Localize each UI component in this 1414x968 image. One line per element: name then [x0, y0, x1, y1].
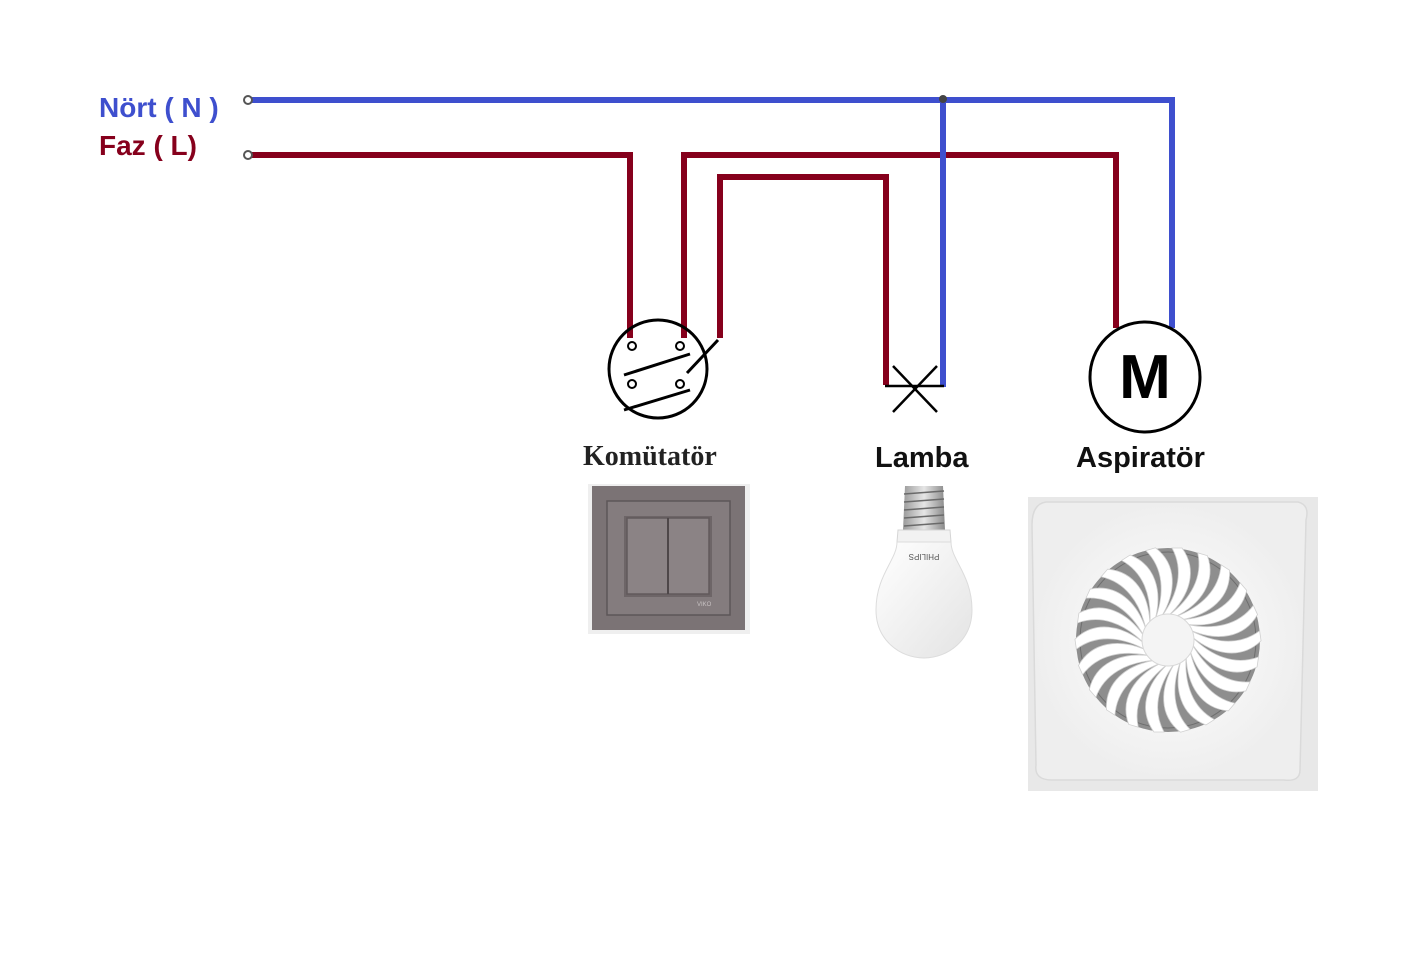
neutral-terminal — [243, 95, 253, 105]
fan-blade — [1177, 656, 1216, 726]
neutral-main-wire — [250, 97, 1175, 328]
fan-blade — [1078, 643, 1150, 676]
fan-blade — [1088, 654, 1155, 698]
fan-blade — [1120, 554, 1159, 624]
fan-blade — [1074, 626, 1146, 651]
fan-label: Aspiratör — [1076, 442, 1205, 474]
fan-blade — [1190, 629, 1262, 654]
switch-label: Komütatör — [583, 441, 717, 472]
neutral-junction — [939, 95, 947, 103]
phase-wires — [250, 152, 1119, 385]
fan-blade — [1175, 564, 1230, 621]
fan-blade — [1106, 659, 1161, 716]
fan-blade — [1125, 662, 1168, 728]
motor-symbol — [1088, 320, 1202, 434]
fan-blade — [1168, 552, 1211, 618]
neutral-wires — [250, 97, 1175, 387]
fan-blade — [1161, 547, 1191, 617]
phase-wire-to-lamp — [717, 174, 889, 385]
two-way-switch-symbol — [607, 318, 720, 420]
switch-brand: VIKO — [697, 602, 712, 608]
fan-blade — [1100, 568, 1151, 630]
fan-blades — [1074, 547, 1262, 733]
phase-terminal — [243, 150, 253, 160]
fan-blade — [1181, 582, 1248, 626]
bulb-photo: PHILIPS — [875, 486, 973, 659]
lamp-symbol — [885, 365, 944, 413]
bulb-brand: PHILIPS — [909, 552, 940, 561]
motor-letter: M — [1119, 343, 1171, 412]
fan-blade — [1189, 643, 1251, 693]
phase-label: Faz ( L) — [99, 130, 197, 161]
phase-wire-to-switch-common — [250, 152, 633, 338]
fan-blade — [1145, 663, 1175, 733]
fan-blade — [1145, 547, 1173, 620]
fan-blade — [1163, 660, 1191, 733]
lamp-label: Lamba — [875, 442, 969, 474]
phase-wire-to-fan — [681, 152, 1119, 338]
fan-photo — [1028, 497, 1318, 791]
switch-photo: VIKO — [588, 484, 750, 634]
neutral-label: Nört ( N ) — [99, 92, 219, 123]
fan-blade — [1191, 636, 1259, 673]
fan-blade — [1085, 587, 1147, 637]
fan-blade — [1185, 650, 1236, 712]
fan-blade — [1077, 607, 1145, 644]
fan-blade — [1186, 604, 1258, 637]
